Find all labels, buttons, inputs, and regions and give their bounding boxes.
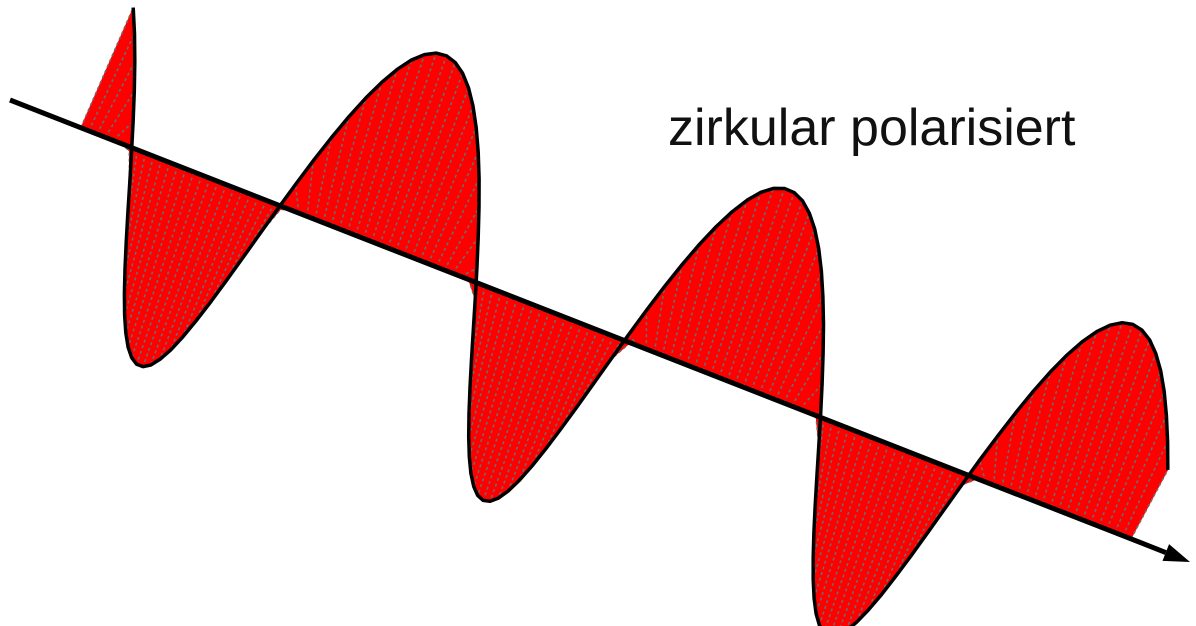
propagation-arrow-icon — [1163, 544, 1190, 562]
polarization-caption: zirkular polarisiert — [668, 102, 1075, 154]
